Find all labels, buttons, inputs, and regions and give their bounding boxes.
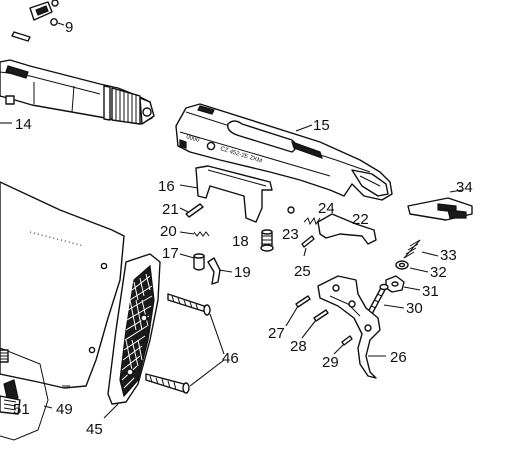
trigger-housing	[195, 165, 273, 223]
leader-30	[383, 304, 405, 309]
barrel	[0, 59, 155, 125]
nut-32	[395, 260, 409, 270]
stock	[0, 181, 125, 389]
butt-plate	[107, 253, 161, 405]
callout-34: 34	[456, 179, 473, 196]
spring-20	[193, 231, 210, 237]
spring-33	[403, 239, 421, 259]
screw-30	[367, 283, 389, 315]
callout-31: 31	[422, 283, 439, 300]
screw-46-upper	[167, 293, 211, 316]
leader-31	[403, 286, 421, 291]
callout-21: 21	[162, 201, 179, 218]
leader-16	[179, 184, 199, 189]
pin-28	[313, 309, 329, 322]
screw-18	[260, 229, 274, 252]
barrel-muzzle-thread	[111, 87, 141, 125]
leader-25	[303, 247, 307, 257]
pin-21	[185, 203, 204, 218]
callout-16: 16	[158, 178, 175, 195]
leader-21	[179, 207, 189, 213]
sear-19	[207, 257, 221, 285]
callout-18: 18	[232, 233, 249, 250]
leader-33	[421, 251, 439, 257]
pin-25	[301, 235, 315, 248]
callout-28: 28	[290, 338, 307, 355]
screw-46-lower	[145, 373, 190, 394]
nut-31	[385, 275, 405, 293]
leader-28	[301, 319, 317, 339]
callout-49: 49	[56, 401, 73, 418]
magazine-catch-34	[407, 197, 473, 221]
callout-17: 17	[162, 245, 179, 262]
callout-23: 23	[282, 226, 299, 243]
plunger-17	[193, 253, 205, 271]
leader-17	[179, 253, 195, 259]
sling-swivel-51	[0, 347, 49, 441]
callout-20: 20	[160, 223, 177, 240]
callout-19: 19	[234, 264, 251, 281]
leader-32	[409, 267, 429, 273]
receiver: CZ 452-2E ZKM 0000	[175, 103, 393, 201]
callout-24: 24	[318, 200, 335, 217]
leader-19	[218, 269, 233, 273]
callout-32: 32	[430, 264, 447, 281]
leader-15	[295, 124, 313, 132]
callout-51: 51	[13, 401, 30, 418]
callout-9: 9	[65, 19, 73, 36]
trigger-26	[317, 275, 381, 379]
callout-14: 14	[15, 116, 32, 133]
leader-20	[179, 231, 195, 235]
ball-23	[287, 206, 295, 214]
callout-45: 45	[86, 421, 103, 438]
callout-33: 33	[440, 247, 457, 264]
callout-30: 30	[406, 300, 423, 317]
callout-15: 15	[313, 117, 330, 134]
leader-45	[103, 403, 119, 419]
safety-lever-22	[317, 213, 377, 245]
leader-29	[333, 343, 345, 355]
leader-34	[449, 189, 463, 193]
pin-29	[341, 335, 353, 346]
receiver-serial-mark: 0000	[185, 134, 200, 144]
callout-27: 27	[268, 325, 285, 342]
callout-46: 46	[222, 350, 239, 367]
callout-22: 22	[352, 211, 369, 228]
callout-26: 26	[390, 349, 407, 366]
leader-27	[285, 305, 299, 327]
spring-24	[303, 216, 321, 226]
leader-46-upper	[209, 313, 225, 355]
callout-29: 29	[322, 354, 339, 371]
part-9-assembly	[11, 0, 65, 42]
pin-27	[295, 295, 311, 308]
callout-25: 25	[294, 263, 311, 280]
leader-46-lower	[189, 359, 225, 387]
leader-49	[43, 405, 53, 409]
